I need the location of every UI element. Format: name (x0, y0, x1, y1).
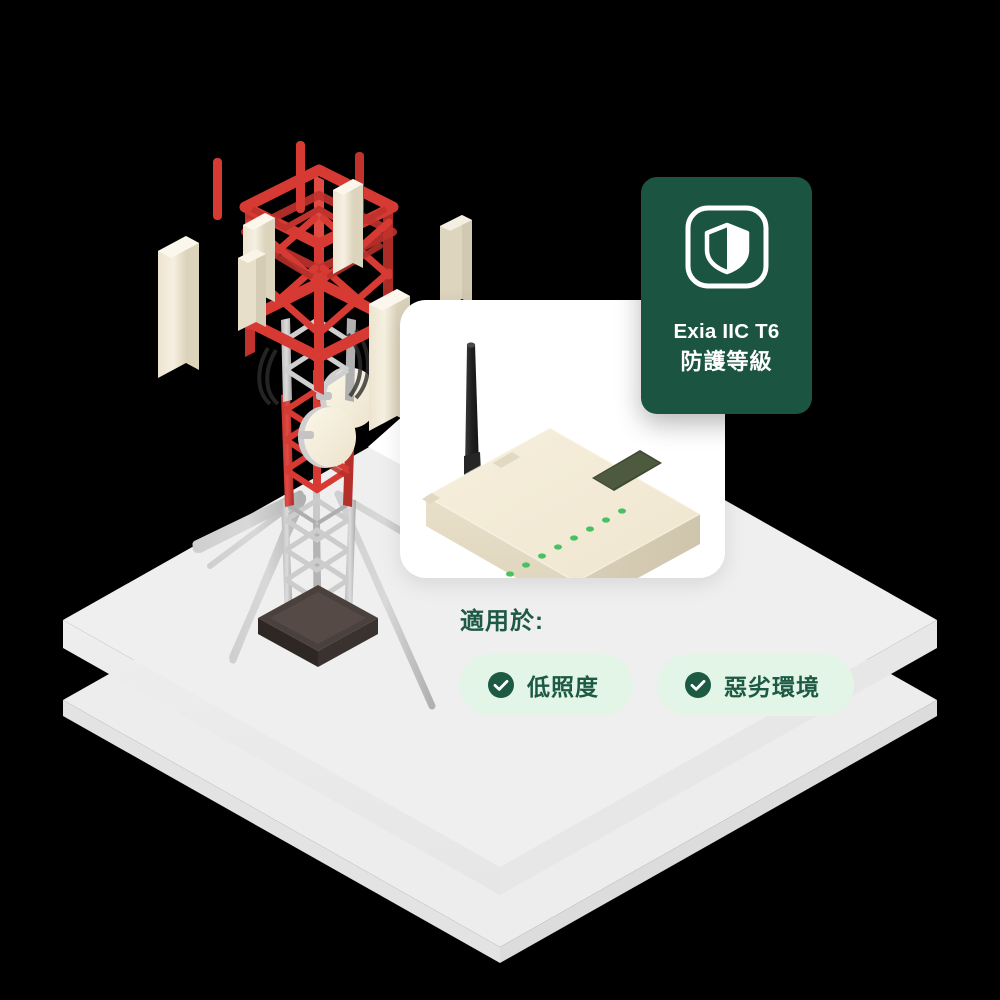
spec-badge-line2: 防護等級 (680, 349, 773, 375)
spec-badge-line1: Exia IIC T6 (673, 320, 780, 343)
check-circle-icon (685, 672, 711, 698)
device-antenna (464, 342, 481, 476)
pill-label: 低照度 (527, 674, 599, 700)
spec-badge-text: Exia IIC T6 防護等級 (674, 317, 780, 377)
tower-base (258, 585, 378, 667)
check-circle-icon (488, 672, 514, 698)
applies-to-pill-row: 低照度 惡劣環境 (460, 654, 854, 716)
device-led-row (506, 508, 626, 577)
spec-badge-card: Exia IIC T6 防護等級 (641, 177, 812, 414)
device-top-face (426, 428, 700, 582)
pill-harsh-environment[interactable]: 惡劣環境 (657, 654, 854, 716)
pill-label: 惡劣環境 (724, 674, 820, 700)
pill-low-light[interactable]: 低照度 (460, 654, 633, 716)
applies-to-label: 適用於: (460, 608, 544, 635)
shield-icon (685, 205, 768, 289)
